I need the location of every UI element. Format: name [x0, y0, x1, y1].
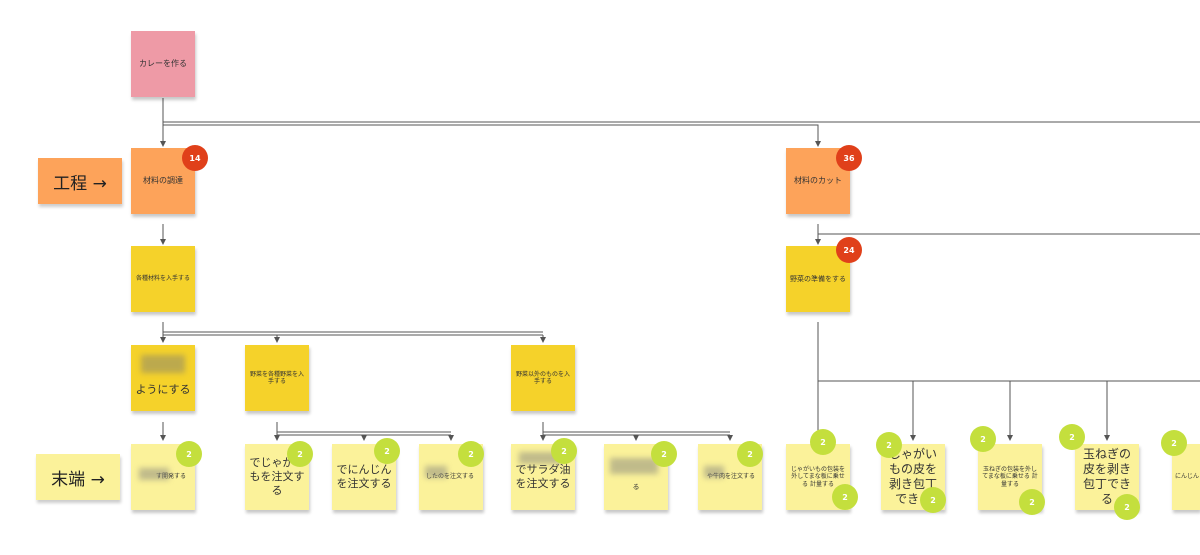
count-badge-leaf-1: 2 [176, 441, 202, 467]
sticky-root[interactable]: カレーを作る [131, 31, 195, 97]
sticky-root-text: カレーを作る [139, 59, 187, 68]
redacted-text [610, 458, 658, 474]
redacted-text [519, 452, 561, 464]
sticky-leaf-4-text: したのを注文する [425, 473, 474, 481]
count-badge-leaf-8: 2 [810, 429, 836, 455]
count-badge-process-1: 14 [182, 145, 208, 171]
count-badge-leaf-7: 2 [737, 441, 763, 467]
sticky-subtask-2-text: 野菜を各種野菜を入手する [249, 370, 304, 386]
sticky-leaf-11-text: 玉ねぎの皮を剥き包丁できる [1082, 447, 1131, 506]
sticky-process-1-text: 材料の調達 [143, 176, 183, 185]
redacted-text [704, 466, 724, 478]
sticky-leaf-1-text: す開発する [155, 473, 186, 481]
count-badge-leaf-5: 2 [551, 438, 577, 464]
sticky-subtask-2[interactable]: 野菜を各種野菜を入手する [245, 345, 309, 411]
sticky-leaf-6-text: る [632, 483, 640, 492]
count-badge-leaf-9: 2 [876, 432, 902, 458]
sticky-task-1[interactable]: 各種材料を入手する [131, 246, 195, 312]
sticky-leaf-5-text: でサラダ油を注文する [515, 463, 571, 490]
label-process[interactable]: 工程 → [38, 158, 122, 204]
sticky-leaf-2-text: でじゃがいもを注文する [249, 456, 305, 497]
sticky-leaf-3-text: でにんじんを注文する [336, 463, 392, 490]
count-badge-leaf-11-secondary: 2 [1114, 494, 1140, 520]
count-badge-leaf-9-secondary: 2 [920, 487, 946, 513]
sticky-task-2-text: 野菜の準備をする [790, 274, 846, 283]
count-badge-leaf-12: 2 [1161, 430, 1187, 456]
sticky-subtask-3-text: 野菜以外のものを入手する [515, 370, 570, 386]
sticky-subtask-1[interactable]: ようにする [131, 345, 195, 411]
label-leaf-text: 末端 → [51, 469, 105, 490]
sticky-task-1-text: 各種材料を入手する [135, 275, 190, 283]
count-badge-leaf-3: 2 [374, 438, 400, 464]
redacted-text [139, 468, 169, 480]
label-process-text: 工程 → [53, 173, 107, 194]
sticky-leaf-10-text: 玉ねぎの包装を外してまな板に乗せる 計量する [982, 465, 1038, 488]
count-badge-leaf-6: 2 [651, 441, 677, 467]
sticky-subtask-1-text: ようにする [135, 383, 191, 397]
count-badge-leaf-11: 2 [1059, 424, 1085, 450]
count-badge-leaf-8-secondary: 2 [832, 484, 858, 510]
count-badge-process-2: 36 [836, 145, 862, 171]
count-badge-leaf-2: 2 [287, 441, 313, 467]
sticky-leaf-7[interactable]: や牛肉を注文する [698, 444, 762, 510]
sticky-leaf-12-text: にんじん [1175, 473, 1200, 481]
count-badge-task-2: 24 [836, 237, 862, 263]
sticky-leaf-8-text: じゃがいもの包装を外してまな板に乗せる 計量する [790, 465, 845, 488]
sticky-process-2-text: 材料のカット [794, 176, 842, 185]
count-badge-leaf-4: 2 [458, 441, 484, 467]
label-leaf[interactable]: 末端 → [36, 454, 120, 500]
redacted-text [425, 466, 447, 478]
count-badge-leaf-10-secondary: 2 [1019, 489, 1045, 515]
sticky-subtask-3[interactable]: 野菜以外のものを入手する [511, 345, 575, 411]
sticky-leaf-7-text: や牛肉を注文する [706, 473, 755, 481]
redacted-text [141, 355, 185, 373]
count-badge-leaf-10: 2 [970, 426, 996, 452]
